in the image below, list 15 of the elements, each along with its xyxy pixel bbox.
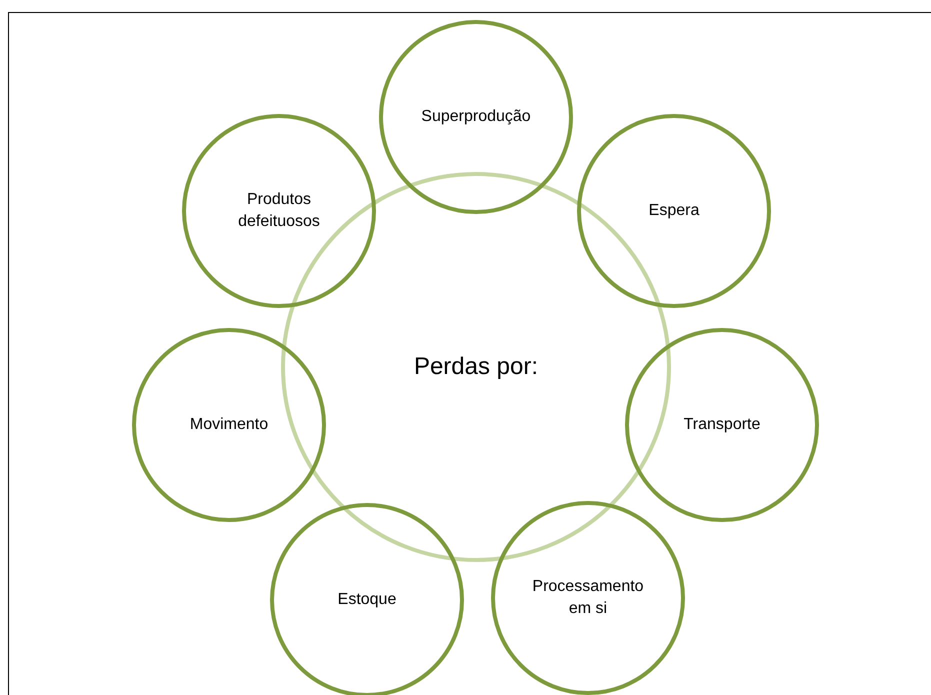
circle-node — [379, 20, 573, 214]
circle-label: Movimento — [190, 415, 268, 435]
circle-label: Superprodução — [421, 107, 531, 127]
circle-node — [625, 328, 819, 522]
circle-label: Processamento em si — [531, 577, 645, 619]
circle-label: Estoque — [338, 590, 396, 610]
circle-label: Perdas por: — [414, 356, 538, 378]
circle-node — [577, 114, 771, 308]
circle-node — [182, 114, 376, 308]
circle-label: Transporte — [684, 415, 760, 435]
circle-node — [132, 328, 326, 522]
circle-label: Produtos defeituosos — [237, 190, 321, 232]
circle-node — [491, 501, 685, 695]
circle-label: Espera — [648, 201, 700, 221]
circle-node — [270, 503, 464, 695]
